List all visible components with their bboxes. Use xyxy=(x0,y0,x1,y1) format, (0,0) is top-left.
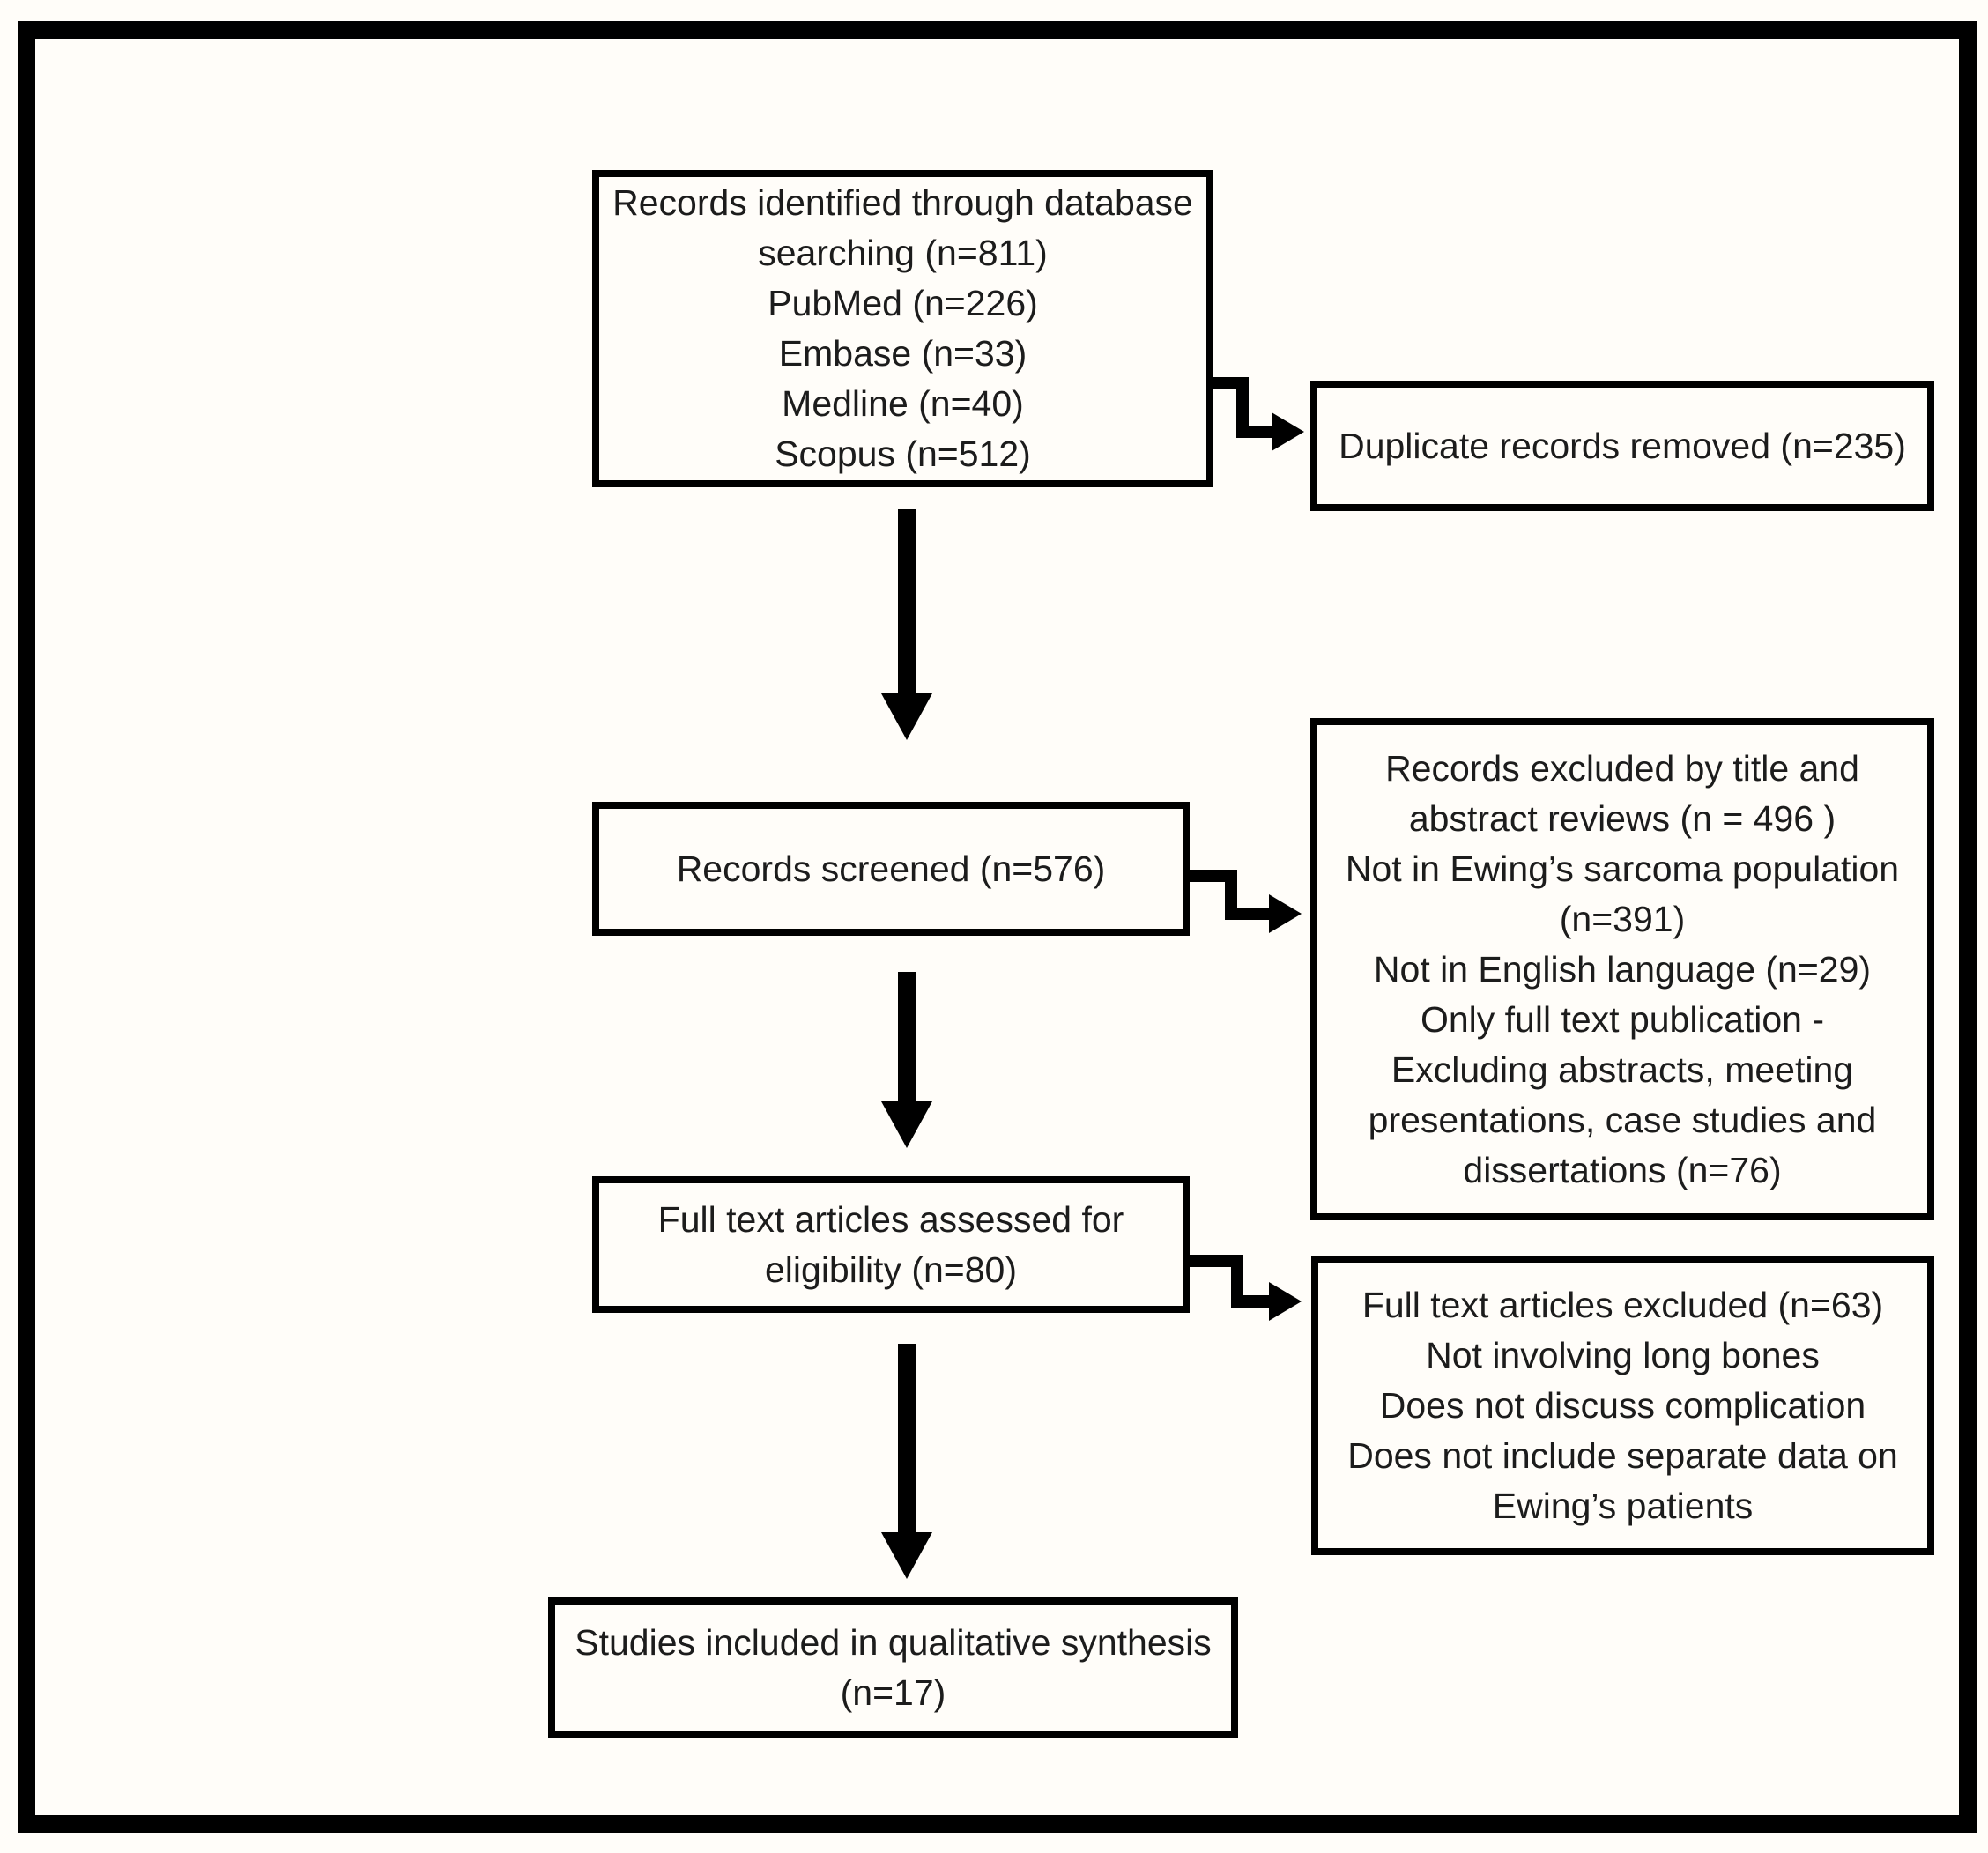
elbow-segment xyxy=(1231,1295,1269,1308)
right-arrow-head-icon xyxy=(1269,1282,1302,1321)
elbow-segment xyxy=(1225,908,1269,920)
down-arrow-shaft xyxy=(898,1344,916,1532)
down-arrow-head-icon xyxy=(881,1532,932,1579)
right-arrow-head-icon xyxy=(1269,894,1302,933)
down-arrow-shaft xyxy=(898,972,916,1101)
elbow-segment xyxy=(1225,870,1237,920)
elbow-segment xyxy=(1190,1255,1243,1267)
records-screened-box: Records screened (n=576) xyxy=(592,802,1190,936)
elbow-segment xyxy=(1236,426,1272,438)
full-text-excluded-box: Full text articles excluded (n=63)Not in… xyxy=(1311,1256,1934,1555)
down-arrow-head-icon xyxy=(881,1101,932,1148)
elbow-segment xyxy=(1231,1255,1243,1308)
down-arrow-head-icon xyxy=(881,693,932,740)
outer-frame xyxy=(18,21,1977,1833)
down-arrow-shaft xyxy=(898,509,916,693)
studies-included-box: Studies included in qualitative synthesi… xyxy=(548,1597,1238,1738)
duplicate-records-removed-box: Duplicate records removed (n=235) xyxy=(1310,381,1934,511)
right-arrow-head-icon xyxy=(1272,412,1304,451)
elbow-segment xyxy=(1236,377,1249,438)
